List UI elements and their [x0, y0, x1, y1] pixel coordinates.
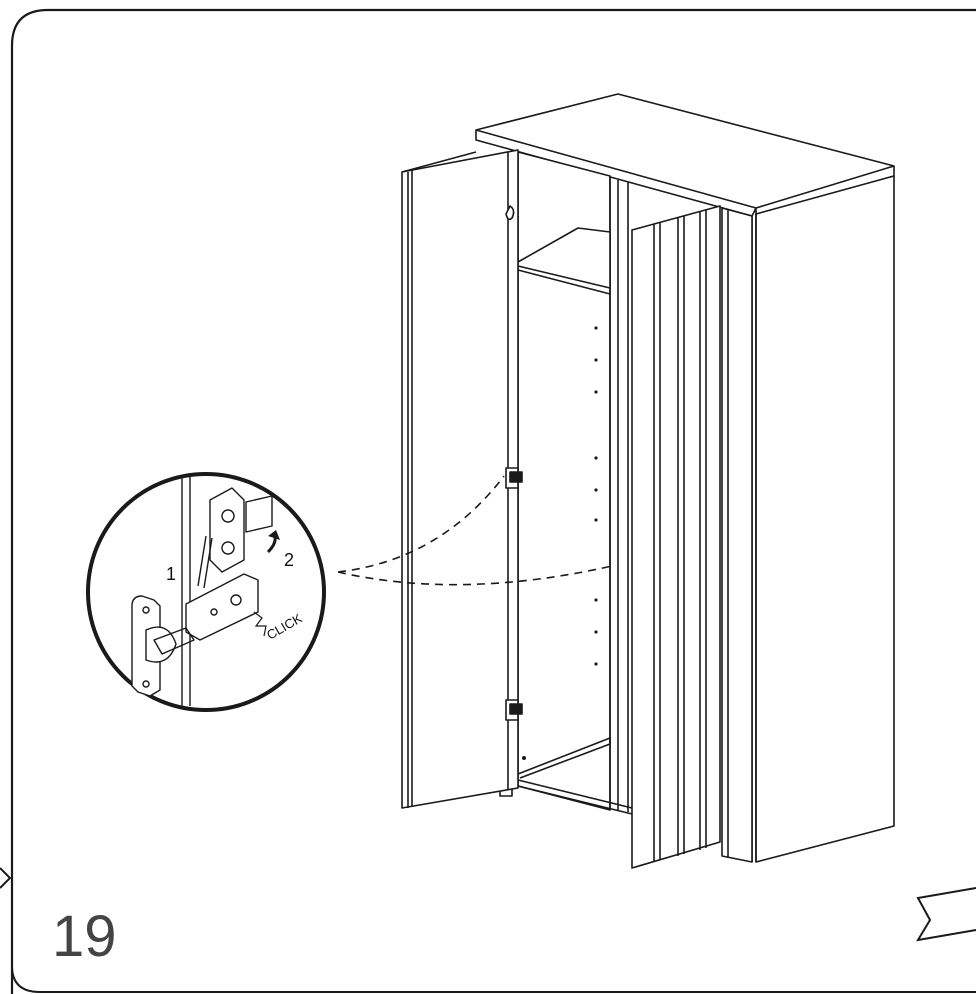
page-border-bottom	[11, 965, 976, 993]
door-knob-icon	[505, 205, 515, 221]
detail-label-1: 1	[166, 564, 176, 584]
detail-label-2: 2	[284, 550, 294, 570]
shelf-pin-holes	[522, 326, 598, 760]
step-number: 19	[52, 904, 117, 969]
wardrobe	[401, 93, 895, 869]
wardrobe-right-side	[755, 175, 895, 863]
previous-page-arrow-icon[interactable]	[0, 867, 12, 889]
click-burst-icon	[253, 611, 267, 637]
next-page-arrow-icon[interactable]	[916, 887, 976, 942]
detail-leader-lines	[337, 475, 613, 586]
page-border	[10, 8, 976, 994]
hinge-detail-callout: 1 2 CLICK	[86, 472, 326, 712]
wardrobe-left-door	[401, 149, 519, 809]
